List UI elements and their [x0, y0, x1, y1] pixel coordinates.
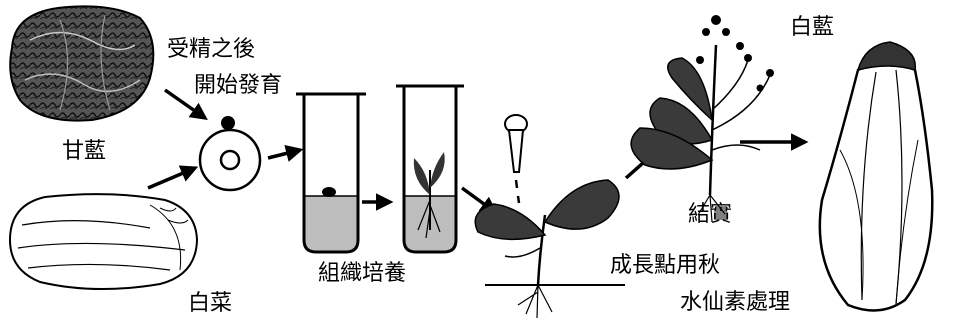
label-fertilization-line1: 受精之後 [167, 38, 255, 62]
dropper-icon [505, 115, 527, 203]
label-colchicine-line1: 成長點用秋 [610, 254, 720, 278]
arrow-chinese-cabbage-to-zygote [148, 168, 195, 188]
label-fertilization-line2: 開始發育 [194, 74, 282, 98]
test-tube-2-icon [396, 86, 464, 252]
chinese-cabbage-icon [10, 194, 197, 289]
label-colchicine-line2: 水仙素處理 [680, 291, 790, 315]
hybrid-head-icon [820, 42, 932, 310]
label-chinese-cabbage: 白菜 [188, 292, 232, 316]
label-cabbage: 甘藍 [62, 140, 106, 164]
seedling-plant-icon [475, 180, 625, 318]
label-fruiting: 結實 [688, 203, 732, 227]
fertilized-egg-icon [200, 116, 260, 190]
test-tube-1-icon [296, 94, 366, 252]
cabbage-icon [10, 6, 153, 120]
mature-plant-icon [631, 15, 774, 222]
label-tissue-culture: 組織培養 [318, 262, 406, 286]
arrow-zygote-to-tube [268, 150, 300, 158]
label-hybrid: 白藍 [790, 16, 834, 40]
